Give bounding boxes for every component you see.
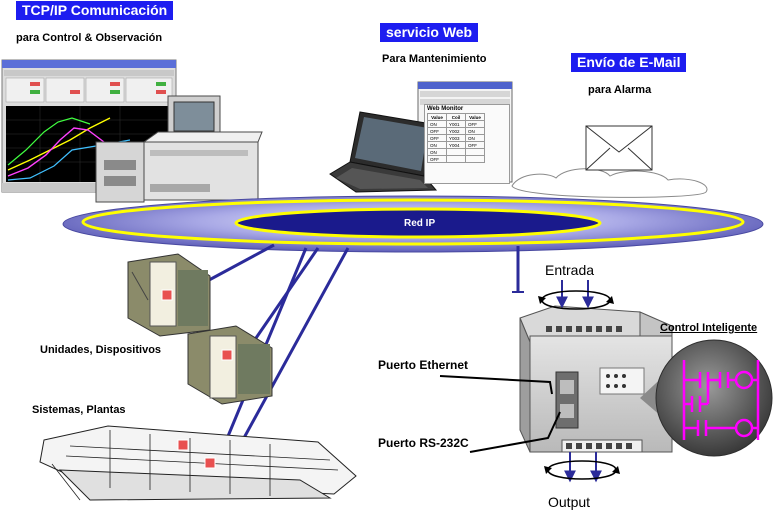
systems-label: Sistemas, Plantas	[32, 404, 126, 416]
tcpip-header: TCP/IP Comunicación	[16, 1, 174, 20]
tcpip-subtitle: para Control & Observación	[16, 32, 163, 44]
ethernet-port-label: Puerto Ethernet	[378, 358, 469, 372]
web-monitor-cell: OFF	[427, 155, 447, 163]
web-monitor-cell: OFF	[427, 134, 447, 142]
plant-system	[39, 425, 357, 501]
ip-network-label: Red IP	[404, 218, 436, 229]
email-image	[511, 125, 708, 198]
web-monitor-cell: ON	[427, 120, 447, 128]
web-monitor-cell: Y001	[446, 120, 466, 128]
web-monitor-cell: Coil	[446, 113, 466, 121]
web-monitor-row: OFF	[427, 155, 485, 163]
web-monitor-cell: ON	[465, 134, 485, 142]
port-pointer-lines	[439, 375, 561, 453]
web-monitor-cell: Y003	[446, 134, 466, 142]
web-monitor-cell: ON	[427, 141, 447, 149]
web-service-subtitle: Para Mantenimiento	[382, 53, 487, 65]
web-monitor-cell: Value	[465, 113, 485, 121]
web-monitor-cell	[465, 148, 485, 156]
web-monitor-cell: Y002	[446, 127, 466, 135]
unit-device-1	[127, 253, 211, 337]
units-label: Unidades, Dispositivos	[40, 344, 162, 356]
email-subtitle: para Alarma	[588, 84, 652, 96]
input-label: Entrada	[545, 262, 595, 278]
rs232-port-label: Puerto RS-232C	[378, 436, 469, 450]
web-monitor-cell	[446, 155, 466, 163]
workstation-image	[95, 95, 263, 203]
web-monitor-cell: ON	[427, 148, 447, 156]
output-label: Output	[548, 494, 591, 510]
web-monitor-cell: Y004	[446, 141, 466, 149]
web-monitor-cell	[446, 148, 466, 156]
ip-network-disc	[62, 195, 764, 253]
web-service-header: servicio Web	[380, 23, 479, 42]
web-monitor-title: Web Monitor	[427, 106, 464, 112]
web-monitor-cell: OFF	[465, 120, 485, 128]
smart-control-label: Control Inteligente	[660, 322, 758, 334]
smart-controller	[519, 305, 673, 453]
control-screen-image	[1, 59, 177, 193]
web-monitor-cell	[465, 155, 485, 163]
email-header: Envío de E-Mail	[571, 53, 687, 72]
web-monitor-cell: OFF	[427, 127, 447, 135]
web-monitor-cell: OFF	[465, 141, 485, 149]
io-arrows	[538, 280, 620, 483]
unit-device-2	[187, 325, 273, 405]
ladder-logic-bubble	[640, 339, 773, 457]
web-monitor-cell: Value	[427, 113, 447, 121]
web-monitor-cell: ON	[465, 127, 485, 135]
web-monitor-row: ON	[427, 148, 485, 156]
